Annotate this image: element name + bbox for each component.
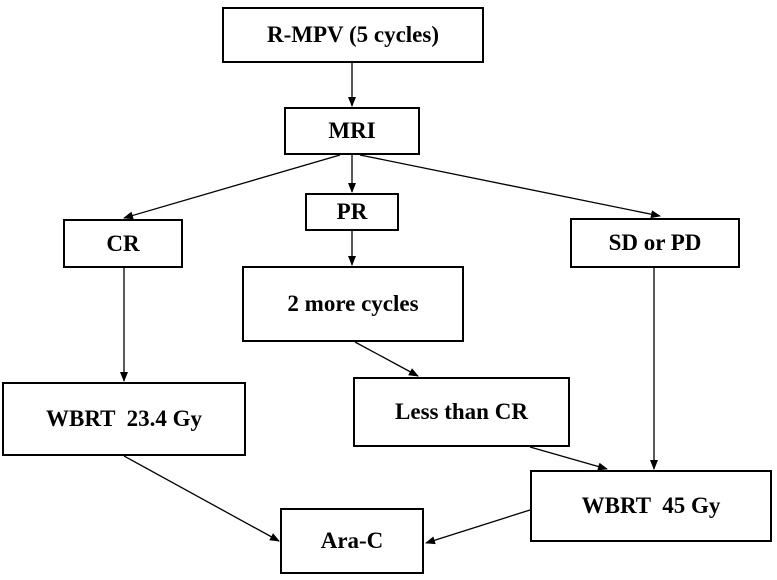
- node-less-than-cr-label: Less than CR: [395, 399, 528, 424]
- arrow-wbrt-23-to-ara-c: [123, 455, 280, 542]
- node-wbrt-45-gy-label: WBRT 45 Gy: [581, 493, 721, 518]
- node-wbrt-23-4-gy-label: WBRT 23.4 Gy: [46, 406, 202, 431]
- node-ara-c: Ara-C: [280, 508, 424, 574]
- arrow-mri-to-cr: [123, 154, 341, 220]
- node-r-mpv: R-MPV (5 cycles): [222, 7, 484, 63]
- node-two-more-cycles-label: 2 more cycles: [287, 291, 419, 316]
- node-less-than-cr: Less than CR: [353, 377, 570, 447]
- node-cr-label: CR: [106, 230, 140, 256]
- node-two-more-cycles: 2 more cycles: [242, 266, 464, 342]
- node-cr: CR: [63, 219, 183, 268]
- node-mri-label: MRI: [328, 118, 376, 143]
- node-r-mpv-label: R-MPV (5 cycles): [266, 22, 439, 47]
- node-ara-c-label: Ara-C: [320, 528, 384, 553]
- arrow-less-than-cr-to-wbrt-45: [529, 446, 608, 471]
- node-mri: MRI: [284, 107, 420, 155]
- node-wbrt-23-4-gy: WBRT 23.4 Gy: [2, 382, 246, 456]
- node-wbrt-45-gy: WBRT 45 Gy: [530, 470, 772, 542]
- arrow-more-cycles-to-less-than-cr: [354, 341, 419, 377]
- node-pr-label: PR: [336, 199, 368, 224]
- node-sd-or-pd: SD or PD: [570, 218, 740, 268]
- node-pr: PR: [305, 193, 399, 231]
- arrow-wbrt-45-to-ara-c: [425, 509, 531, 545]
- node-sd-or-pd-label: SD or PD: [608, 230, 702, 255]
- arrow-mri-to-sd-pd: [359, 154, 661, 219]
